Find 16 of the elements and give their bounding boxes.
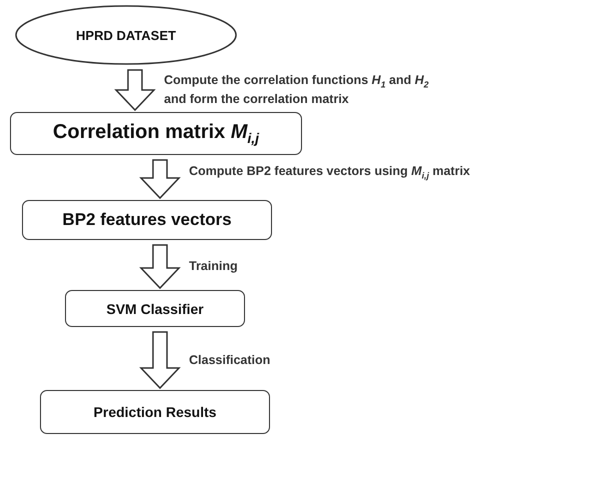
block-arrow <box>139 331 181 390</box>
process-box <box>22 200 272 240</box>
node-text: Prediction Results <box>94 404 216 420</box>
process-box <box>10 112 302 155</box>
edge-label: Compute BP2 features vectors using M$_{i,j}$ matrix <box>189 163 470 182</box>
node-text: BP2 features vectors <box>62 210 232 230</box>
node-text: SVM Classifier <box>106 300 204 316</box>
node-text: HPRD DATASET <box>76 28 176 42</box>
process-box <box>40 390 270 434</box>
block-arrow <box>139 159 181 200</box>
process-box <box>65 290 245 327</box>
node-text: Correlation matrix M$_{i,j}$ <box>52 121 260 146</box>
edge-label: Training <box>189 258 238 274</box>
block-arrow <box>139 244 181 290</box>
block-arrow <box>114 69 156 112</box>
dataset-ellipse <box>15 5 237 65</box>
